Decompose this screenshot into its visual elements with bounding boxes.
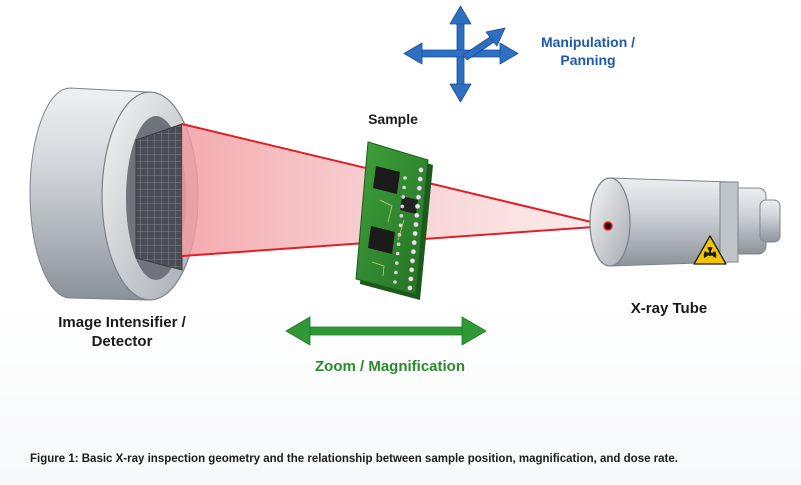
pcb-pad (417, 176, 423, 182)
pcb-pad (398, 223, 403, 228)
detector-label: Image Intensifier / Detector (22, 314, 222, 352)
sample-label: Sample (348, 111, 438, 129)
pcb-chips (368, 166, 418, 254)
pcb-traces (371, 199, 405, 277)
pcb-pad (401, 195, 406, 199)
xray-tube-label-text: X-ray Tube (630, 300, 708, 317)
pcb-pad (396, 242, 401, 246)
sample-pcb (355, 141, 433, 300)
detector-grid (135, 123, 183, 271)
four-way-arrow-icon (403, 5, 519, 103)
radiation-warning-icon (693, 235, 727, 265)
pcb-pad (409, 267, 415, 273)
detector-label-line1: Image Intensifier / (58, 314, 186, 331)
double-arrow-icon (285, 316, 487, 346)
pcb-pad (400, 204, 405, 209)
pcb-pad (411, 239, 417, 246)
pcb-pad (415, 194, 422, 200)
pcb-pad (412, 230, 418, 237)
pcb-pad (408, 276, 414, 282)
pcb-pad (418, 167, 424, 173)
xray-tube-label: X-ray Tube (604, 300, 734, 319)
pcb-pad (395, 261, 399, 265)
zoom-label-text: Zoom / Magnification (315, 358, 465, 375)
pcb-pad (414, 212, 420, 219)
figure-caption: Figure 1: Basic X-ray inspection geometr… (30, 452, 678, 465)
pcb-pad (414, 203, 421, 210)
pcb-pad (393, 280, 397, 284)
pcb-pad (410, 249, 417, 255)
pcb-pad (402, 185, 406, 190)
pcb-pad (394, 270, 398, 275)
pcb-pad (413, 221, 419, 228)
detector-label-line2: Detector (91, 332, 153, 350)
pcb-pad (403, 176, 407, 180)
pcb-pad (407, 285, 413, 291)
manipulation-label-line2: Panning (560, 51, 616, 68)
pcb-pad (416, 185, 422, 191)
sample-label-text: Sample (368, 111, 418, 127)
pcb-pad (395, 251, 400, 256)
image-intensifier-detector (29, 87, 199, 301)
pcb-pads (393, 167, 424, 291)
manipulation-label: Manipulation / Panning (528, 34, 648, 69)
manipulation-label-line1: Manipulation / (540, 34, 636, 50)
pcb-pad (399, 214, 404, 218)
xray-tube (589, 177, 781, 267)
tube-focal-spot (603, 221, 613, 231)
pcb-pad (409, 258, 416, 264)
zoom-label: Zoom / Magnification (290, 358, 490, 377)
